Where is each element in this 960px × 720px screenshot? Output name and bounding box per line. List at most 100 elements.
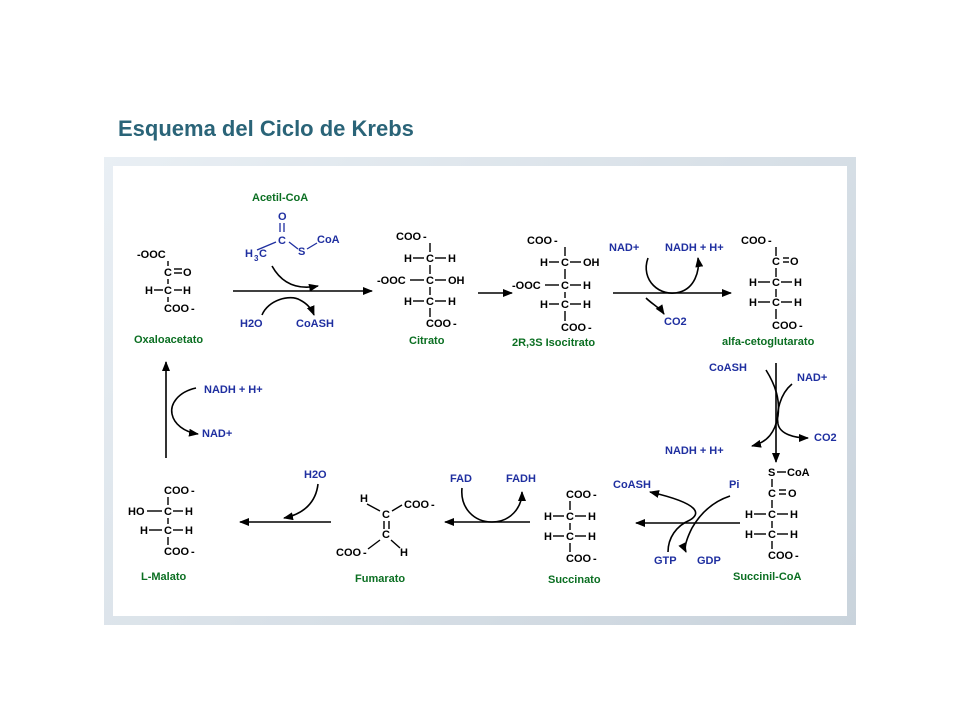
svg-text:-: -: [363, 547, 367, 559]
svg-text:H: H: [145, 285, 153, 297]
svg-text:H: H: [749, 277, 757, 289]
svg-text:H: H: [745, 529, 753, 541]
fad: FAD: [450, 473, 472, 485]
svg-text:O: O: [183, 267, 192, 279]
svg-text:S: S: [768, 467, 775, 479]
svg-text:-: -: [799, 320, 803, 332]
h2o-1: H2O: [240, 318, 263, 330]
svg-text:C: C: [772, 256, 780, 268]
svg-text:C: C: [382, 529, 390, 541]
svg-text:H: H: [404, 296, 412, 308]
gtp: GTP: [654, 555, 677, 567]
svg-text:COO: COO: [164, 546, 190, 558]
svg-text:-OOC: -OOC: [512, 280, 541, 292]
isocitrato-label: 2R,3S Isocitrato: [512, 337, 595, 349]
svg-text:COO: COO: [527, 235, 553, 247]
svg-text:H: H: [745, 509, 753, 521]
svg-text:-: -: [593, 553, 597, 565]
svg-text:H: H: [544, 531, 552, 543]
svg-text:C: C: [259, 248, 267, 260]
svg-text:H: H: [185, 525, 193, 537]
svg-text:C: C: [768, 488, 776, 500]
svg-text:-: -: [191, 485, 195, 497]
svg-text:C: C: [772, 277, 780, 289]
nadh-3: NADH + H+: [204, 384, 263, 396]
svg-text:-: -: [423, 231, 427, 243]
svg-text:H: H: [183, 285, 191, 297]
coash-3: CoASH: [613, 479, 651, 491]
svg-text:S: S: [298, 246, 305, 258]
svg-text:H: H: [790, 509, 798, 521]
svg-text:COO: COO: [772, 320, 798, 332]
svg-text:C: C: [561, 257, 569, 269]
svg-text:C: C: [768, 509, 776, 521]
svg-text:H: H: [140, 525, 148, 537]
nad-2: NAD+: [797, 372, 827, 384]
svg-text:C: C: [278, 235, 286, 247]
svg-text:H: H: [790, 529, 798, 541]
succinato-label: Succinato: [548, 574, 601, 586]
svg-text:H: H: [588, 511, 596, 523]
diagram-panel: [113, 166, 847, 616]
svg-text:H: H: [245, 248, 253, 260]
svg-text:COO: COO: [566, 553, 592, 565]
svg-text:C: C: [164, 285, 172, 297]
svg-text:COO: COO: [164, 485, 190, 497]
svg-text:O: O: [788, 488, 797, 500]
svg-text:H: H: [400, 547, 408, 559]
svg-text:H: H: [749, 297, 757, 309]
svg-text:H: H: [448, 253, 456, 265]
oxaloacetato-label: Oxaloacetato: [134, 334, 203, 346]
svg-text:C: C: [426, 296, 434, 308]
svg-text:COO: COO: [426, 318, 452, 330]
svg-text:-: -: [453, 318, 457, 330]
svg-text:O: O: [278, 211, 287, 223]
svg-text:H: H: [588, 531, 596, 543]
svg-text:-: -: [554, 235, 558, 247]
svg-text:C: C: [164, 506, 172, 518]
svg-text:-: -: [795, 550, 799, 562]
nad-1: NAD+: [609, 242, 639, 254]
svg-text:-: -: [191, 546, 195, 558]
succinilcoa-label: Succinil-CoA: [733, 571, 802, 583]
svg-text:C: C: [164, 267, 172, 279]
svg-text:C: C: [382, 509, 390, 521]
svg-text:-: -: [768, 235, 772, 247]
svg-text:C: C: [164, 525, 172, 537]
coash-2: CoASH: [709, 362, 747, 374]
coash-1: CoASH: [296, 318, 334, 330]
svg-text:CoA: CoA: [317, 234, 340, 246]
svg-text:C: C: [768, 529, 776, 541]
svg-text:H: H: [583, 280, 591, 292]
svg-text:C: C: [561, 299, 569, 311]
svg-text:H: H: [583, 299, 591, 311]
svg-text:COO: COO: [566, 489, 592, 501]
co2-1: CO2: [664, 316, 687, 328]
svg-text:3: 3: [254, 254, 259, 263]
svg-text:-: -: [191, 303, 195, 315]
svg-text:OH: OH: [448, 275, 465, 287]
svg-text:C: C: [772, 297, 780, 309]
h2o-2: H2O: [304, 469, 327, 481]
svg-text:COO: COO: [164, 303, 190, 315]
svg-text:H: H: [540, 257, 548, 269]
svg-text:H: H: [794, 297, 802, 309]
svg-text:C: C: [426, 275, 434, 287]
co2-2: CO2: [814, 432, 837, 444]
svg-text:C: C: [561, 280, 569, 292]
fadh: FADH: [506, 473, 536, 485]
acetilcoa-structure: O C H 3 C S CoA: [245, 211, 340, 263]
svg-text:-: -: [431, 499, 435, 511]
svg-text:COO: COO: [336, 547, 362, 559]
svg-text:OH: OH: [583, 257, 600, 269]
svg-text:C: C: [566, 511, 574, 523]
fumarato-structure: H COO- C C COO- H: [336, 493, 435, 559]
svg-text:H: H: [448, 296, 456, 308]
svg-text:C: C: [426, 253, 434, 265]
citrato-label: Citrato: [409, 335, 445, 347]
